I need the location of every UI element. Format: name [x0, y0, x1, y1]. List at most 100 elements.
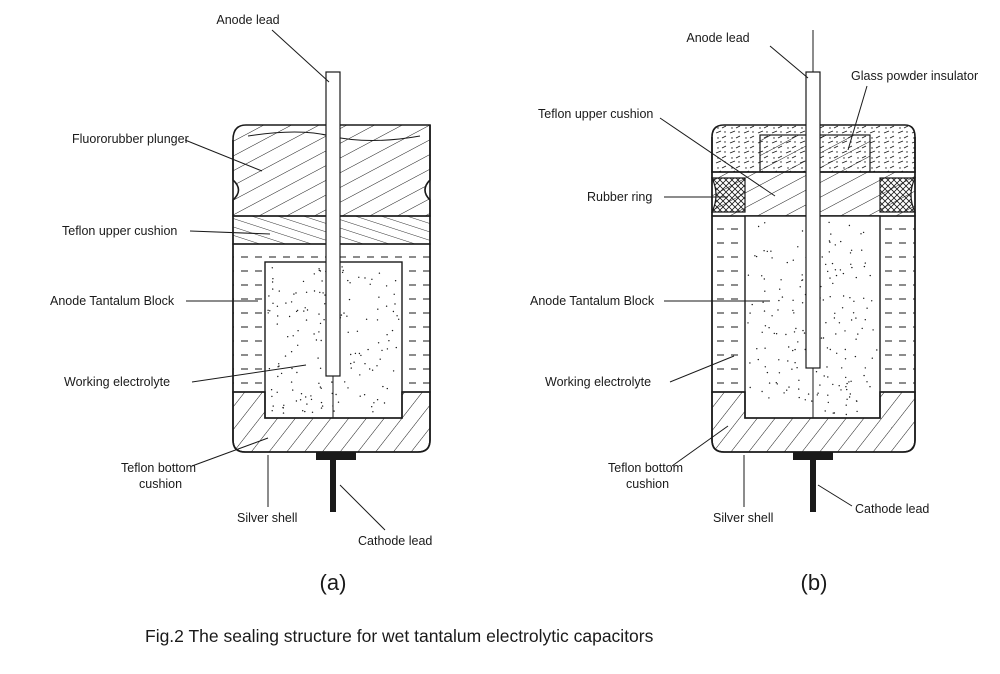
- speckle-dot: [855, 400, 858, 402]
- speckle-dot: [318, 269, 320, 272]
- speckle-dot: [358, 352, 361, 355]
- speckle-dot: [792, 259, 794, 261]
- speckle-dot: [779, 288, 781, 290]
- speckle-dot: [354, 352, 357, 355]
- speckle-dot: [846, 388, 848, 391]
- speckle-dot: [747, 274, 750, 276]
- speckle-dot: [828, 221, 830, 224]
- speckle-dot: [360, 354, 362, 357]
- speckle-dot: [341, 266, 343, 268]
- speckle-dot: [852, 312, 855, 314]
- speckle-dot: [290, 301, 293, 303]
- speckle-dot: [842, 272, 845, 275]
- anode-lead: [325, 71, 341, 377]
- speckle-dot: [830, 233, 832, 235]
- speckle-dot: [381, 349, 383, 352]
- cathode-lead: [330, 460, 336, 512]
- speckle-dot: [848, 381, 850, 383]
- speckle-dot: [318, 331, 320, 333]
- speckle-dot: [271, 267, 273, 269]
- speckle-dot: [781, 296, 784, 298]
- speckle-dot: [350, 353, 352, 356]
- speckle-dot: [319, 367, 322, 369]
- speckle-dot: [319, 291, 321, 294]
- speckle-dot: [872, 329, 874, 331]
- speckle-dot: [313, 273, 315, 275]
- speckle-dot: [320, 407, 323, 409]
- speckle-dot: [801, 279, 803, 282]
- speckle-dot: [841, 367, 843, 369]
- label-cathode-lead-a: Cathode lead: [358, 534, 432, 548]
- speckle-dot: [295, 310, 298, 313]
- speckle-dot: [798, 379, 800, 381]
- speckle-dot: [834, 269, 837, 271]
- speckle-dot: [293, 293, 295, 295]
- speckle-dot: [864, 367, 866, 369]
- speckle-dot: [763, 278, 765, 280]
- speckle-dot: [295, 292, 297, 294]
- speckle-dot: [378, 296, 380, 298]
- speckle-dot: [302, 410, 304, 412]
- speckle-dot: [271, 410, 273, 412]
- subcaption-b: (b): [801, 570, 828, 595]
- speckle-dot: [871, 357, 873, 359]
- speckle-dot: [271, 281, 274, 283]
- speckle-dot: [382, 385, 384, 388]
- speckle-dot: [794, 348, 796, 351]
- speckle-dot: [376, 399, 379, 401]
- speckle-dot: [297, 330, 299, 332]
- speckle-dot: [367, 348, 369, 351]
- speckle-dot: [341, 271, 344, 274]
- speckle-dot: [778, 299, 780, 302]
- speckle-dot: [319, 386, 322, 388]
- speckle-dot: [385, 305, 388, 307]
- speckle-dot: [845, 386, 847, 388]
- speckle-dot: [378, 272, 381, 274]
- anode-lead-b: [805, 71, 821, 369]
- speckle-dot: [319, 270, 322, 272]
- tantalum-speckle-b: [747, 221, 878, 416]
- label-teflon-bottom-a-line1: Teflon bottom: [121, 461, 196, 475]
- label-silver-shell-a: Silver shell: [237, 511, 297, 525]
- speckle-dot: [303, 310, 305, 312]
- speckle-dot: [280, 372, 283, 375]
- label-rubber-ring: Rubber ring: [587, 190, 652, 204]
- speckle-dot: [372, 411, 374, 413]
- cathode-lead-b: [810, 460, 816, 512]
- speckle-dot: [763, 310, 766, 312]
- speckle-dot: [768, 382, 771, 384]
- speckle-dot: [783, 392, 785, 394]
- speckle-dot: [764, 290, 766, 292]
- speckle-dot: [851, 266, 853, 269]
- diagram-a: Anode lead Fluororubber plunger Teflon u…: [50, 13, 432, 595]
- speckle-dot: [788, 346, 790, 348]
- speckle-dot: [862, 231, 865, 234]
- speckle-dot: [771, 257, 773, 259]
- speckle-dot: [343, 312, 345, 314]
- speckle-dot: [386, 334, 388, 336]
- rubber-ring-right: [879, 177, 916, 213]
- speckle-dot: [305, 396, 307, 398]
- speckle-dot: [350, 367, 352, 369]
- speckle-dot: [866, 381, 868, 383]
- speckle-dot: [306, 403, 308, 405]
- speckle-dot: [267, 309, 269, 311]
- speckle-dot: [820, 337, 823, 339]
- speckle-dot: [394, 303, 396, 305]
- speckle-dot: [392, 370, 395, 372]
- speckle-dot: [386, 387, 388, 390]
- speckle-dot: [793, 331, 796, 333]
- speckle-dot: [353, 361, 355, 363]
- speckle-dot: [764, 222, 766, 224]
- speckle-dot: [766, 371, 769, 374]
- speckle-dot: [786, 261, 788, 264]
- speckle-dot: [819, 384, 821, 386]
- speckle-dot: [371, 278, 373, 280]
- speckle-dot: [347, 331, 349, 333]
- speckle-dot: [844, 348, 846, 351]
- speckle-dot: [848, 224, 851, 227]
- speckle-dot: [321, 280, 323, 282]
- speckle-dot: [826, 347, 829, 349]
- speckle-dot: [860, 233, 862, 235]
- speckle-dot: [350, 362, 352, 365]
